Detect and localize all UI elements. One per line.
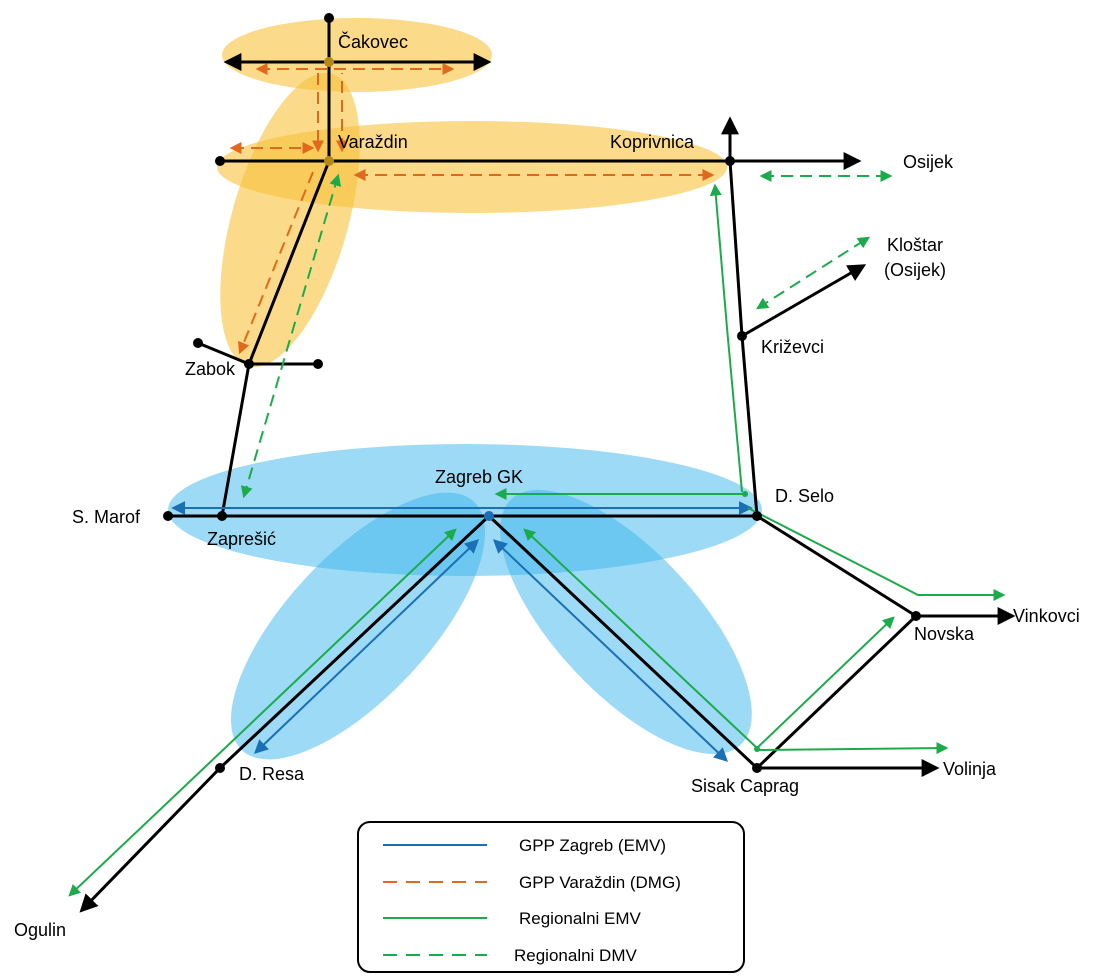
legend-label-gpp-zagreb: GPP Zagreb (EMV) bbox=[519, 836, 666, 855]
node-sisak-branch bbox=[754, 746, 760, 752]
legend-item-regionalni-emv: Regionalni EMV bbox=[383, 909, 642, 928]
legend-label-gpp-varazdin: GPP Varaždin (DMG) bbox=[519, 873, 681, 892]
node-cakovec-north bbox=[324, 13, 334, 23]
regional-emv-sisak-volinja bbox=[756, 742, 949, 755]
track-zabok-nw bbox=[196, 341, 251, 366]
label-cakovec: Čakovec bbox=[338, 31, 408, 52]
track-koprivnica-krizevci bbox=[728, 159, 744, 338]
track-dselo-novska bbox=[755, 514, 918, 618]
track-sisak-novska bbox=[755, 614, 918, 770]
regionalni-dmv-services bbox=[240, 170, 893, 499]
label-ogulin: Ogulin bbox=[14, 920, 66, 940]
label-d-selo: D. Selo bbox=[775, 486, 834, 506]
label-d-resa: D. Resa bbox=[239, 764, 305, 784]
station-nodes bbox=[163, 13, 921, 773]
label-koprivnica: Koprivnica bbox=[610, 132, 695, 152]
label-volinja: Volinja bbox=[943, 759, 997, 779]
zabok-corridor-ellipse bbox=[220, 73, 360, 367]
label-s-marof: S. Marof bbox=[72, 507, 141, 527]
node-s-marof bbox=[163, 511, 173, 521]
legend-label-regionalni-emv: Regionalni EMV bbox=[519, 909, 642, 928]
regional-emv-zagreb-ogulin bbox=[68, 528, 457, 897]
node-d-resa bbox=[215, 763, 225, 773]
label-zagreb-gk: Zagreb GK bbox=[435, 467, 523, 487]
label-sisak-caprag: Sisak Caprag bbox=[691, 776, 799, 796]
label-zabok: Zabok bbox=[185, 359, 236, 379]
station-labels: Čakovec Varaždin Koprivnica Osijek Klošt… bbox=[14, 31, 1080, 940]
label-klostar: Kloštar bbox=[887, 235, 943, 255]
legend-item-regionalni-dmv: Regionalni DMV bbox=[383, 946, 637, 965]
label-osijek: Osijek bbox=[903, 152, 954, 172]
regional-emv-zagreb-sisak bbox=[523, 528, 758, 749]
label-varazdin: Varaždin bbox=[338, 132, 408, 152]
node-zabok-east bbox=[313, 359, 323, 369]
node-krizevci bbox=[737, 331, 747, 341]
node-zabok-nw bbox=[193, 338, 203, 348]
regionalni-emv-services bbox=[68, 183, 1006, 897]
legend-item-gpp-varazdin: GPP Varaždin (DMG) bbox=[383, 873, 681, 892]
node-varazdin-west bbox=[215, 156, 225, 166]
regional-emv-sisak-novska bbox=[756, 616, 895, 749]
label-vinkovci: Vinkovci bbox=[1013, 606, 1080, 626]
node-koprivnica bbox=[725, 156, 735, 166]
node-zapresic bbox=[217, 511, 227, 521]
track-krizevci-klostar bbox=[740, 264, 867, 338]
node-zabok bbox=[244, 359, 254, 369]
node-sisak-caprag bbox=[752, 763, 762, 773]
node-cakovec bbox=[324, 57, 334, 67]
legend-label-regionalni-dmv: Regionalni DMV bbox=[514, 946, 637, 965]
varazdin-zone bbox=[217, 18, 727, 367]
legend-box bbox=[357, 821, 745, 973]
regional-dmv-varazdin-zapresic bbox=[240, 173, 342, 499]
node-novska bbox=[911, 611, 921, 621]
node-zagreb-gk bbox=[484, 511, 494, 521]
cakovec-zone-ellipse bbox=[222, 18, 492, 92]
node-d-selo-branch bbox=[742, 491, 748, 497]
legend-item-gpp-zagreb: GPP Zagreb (EMV) bbox=[383, 836, 666, 855]
regional-emv-dselo-vinkovci bbox=[747, 507, 1006, 601]
legend: GPP Zagreb (EMV) GPP Varaždin (DMG) Regi… bbox=[357, 821, 745, 973]
label-klostar-osijek: (Osijek) bbox=[884, 260, 946, 280]
track-krizevci-dselo bbox=[740, 334, 759, 518]
gpp-zagreb-sisak bbox=[492, 539, 729, 762]
track-dresa-ogulin bbox=[79, 766, 222, 913]
node-d-selo bbox=[752, 511, 762, 521]
node-varazdin bbox=[324, 156, 334, 166]
label-zapresic: Zaprešić bbox=[207, 529, 276, 549]
regional-emv-dselo-koprivnica bbox=[709, 183, 743, 493]
label-krizevci: Križevci bbox=[761, 337, 824, 357]
label-novska: Novska bbox=[914, 624, 975, 644]
regional-dmv-klostar bbox=[755, 236, 871, 310]
